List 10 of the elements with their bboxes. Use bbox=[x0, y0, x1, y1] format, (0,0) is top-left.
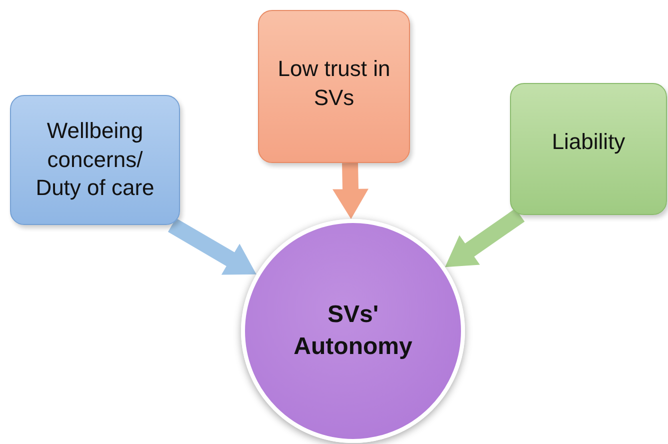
block-arrow bbox=[168, 218, 256, 275]
block-arrow bbox=[445, 208, 525, 268]
factor-box bbox=[258, 10, 410, 163]
factor-text: Low trust in SVs bbox=[276, 55, 392, 112]
factor-text: Liability bbox=[552, 128, 626, 156]
factor-box bbox=[510, 83, 667, 215]
block-arrow bbox=[332, 162, 368, 219]
factor-box bbox=[10, 95, 180, 225]
outcome-text: SVs' Autonomy bbox=[292, 300, 414, 362]
factor-text: Wellbeing concerns/ Duty of care bbox=[34, 117, 156, 202]
